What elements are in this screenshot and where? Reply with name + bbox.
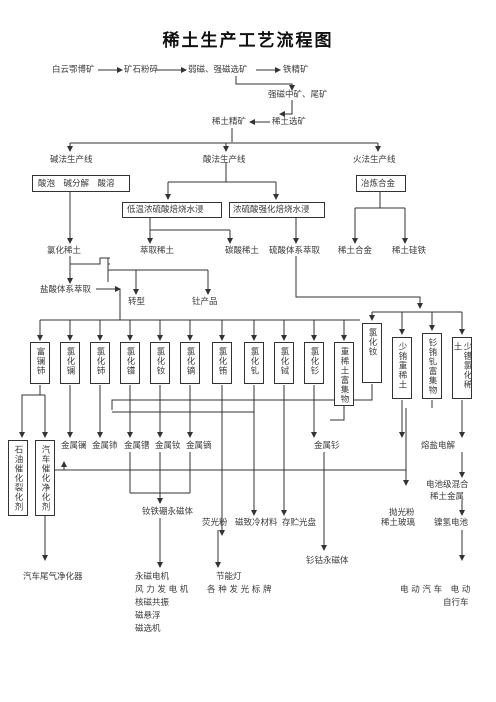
element-box-la-ce: 富镧铈: [30, 342, 50, 384]
ore-source: 白云鄂博矿: [52, 65, 95, 75]
strong-roast-label: 浓硫酸强化焙烧水浸: [233, 205, 310, 215]
element-box-gd: 氯化钆: [244, 342, 264, 384]
ore-crushing: 矿石粉碎: [124, 65, 159, 75]
smco-magnet: 钐钴永磁体: [306, 556, 349, 566]
element-label: 重稀土富集物: [339, 347, 349, 404]
element-label: 氯化镨: [125, 347, 135, 376]
magnetic-separation: 弱磁、强磁选矿: [188, 65, 248, 75]
app-energy-lamp: 节能灯: [216, 572, 242, 582]
petroleum-catalyst-box: 石油催化裂化剂: [8, 440, 28, 516]
right-box-nd: 氯化钕: [362, 323, 382, 383]
metal-nd: 金属钕: [155, 441, 181, 451]
app-magnetic-separator: 磁选机: [135, 624, 161, 634]
element-box-pr: 氯化镨: [120, 342, 140, 384]
app-signboards: 各 种 发 光 标 牌: [207, 585, 272, 595]
element-box-ce: 氯化铈: [90, 342, 110, 384]
element-box-dy: 氯化镝: [180, 342, 200, 384]
right-box-label: 少镨氯化稀土: [452, 342, 472, 390]
smelting-box: 冶炼合金: [356, 175, 406, 192]
catalyst-label: 汽车催化净化剂: [40, 445, 50, 512]
right-box-sm-eu-gd: 钐铕钆富集物: [422, 333, 442, 399]
app-electric-car: 电 动 汽 车 电 动: [400, 585, 471, 595]
alkali-steps: 酸泡 碱分解 酸溶: [38, 179, 115, 189]
element-label: 氯化铽: [279, 347, 289, 376]
rare-earth-concentrate: 稀土精矿: [212, 117, 247, 127]
acid-line: 酸法生产线: [203, 155, 246, 165]
low-temp-roast-label: 低温浓硫酸焙烧水浸: [127, 205, 204, 215]
element-box-nd: 氯化钕: [150, 342, 170, 384]
auto-catalyst-box: 汽车催化净化剂: [35, 440, 55, 516]
ndfeb-magnet: 钕铁硼永磁体: [142, 507, 194, 517]
right-box-low-eu: 少铕重稀土: [392, 337, 412, 399]
app-maglev: 磁悬浮: [135, 611, 161, 621]
element-label: 氯化铈: [95, 347, 105, 376]
element-box-tb: 氯化铽: [274, 342, 294, 384]
transform: 转型: [128, 297, 146, 307]
element-label: 氯化铕: [217, 347, 227, 376]
battery-alloy-line2: 稀土金属: [430, 492, 465, 502]
extracted-rare-earth: 萃取稀土: [140, 246, 175, 256]
right-box-low-pr: 少镨氯化稀土: [452, 337, 472, 399]
strong-roast-box: 浓硫酸强化焙烧水浸: [229, 202, 325, 218]
thorium-product: 钍产品: [192, 297, 218, 307]
element-label: 氯化镝: [185, 347, 195, 376]
nimh-battery: 镍氢电池: [434, 518, 469, 528]
app-pm-motor: 永磁电机: [135, 572, 170, 582]
magnetic-cooling: 磁致冷材料: [235, 518, 278, 528]
right-box-label: 钐铕钆富集物: [427, 338, 437, 395]
iron-concentrate: 铁精矿: [283, 65, 309, 75]
alkali-steps-box: 酸泡 碱分解 酸溶: [32, 175, 130, 192]
element-box-eu: 氯化铕: [212, 342, 232, 384]
right-box-label: 少铕重稀土: [397, 342, 407, 390]
tailings: 强磁中矿、尾矿: [268, 90, 328, 100]
hcl-extraction: 盐酸体系萃取: [40, 285, 92, 295]
low-temp-roast-box: 低温浓硫酸焙烧水浸: [122, 202, 222, 218]
element-box-heavy: 重稀土富集物: [334, 342, 354, 406]
right-box-label: 氯化钕: [367, 328, 377, 357]
element-label: 富镧铈: [35, 347, 45, 376]
element-label: 氯化镧: [65, 347, 75, 376]
rare-earth-chloride: 氯化稀土: [47, 246, 82, 256]
rare-earth-alloy: 稀土合金: [338, 246, 373, 256]
catalyst-label: 石油催化裂化剂: [13, 445, 23, 512]
alkali-line: 碱法生产线: [50, 155, 93, 165]
element-box-la: 氯化镧: [60, 342, 80, 384]
phosphor: 荧光粉: [202, 518, 228, 528]
element-box-sm: 氯化钐: [304, 342, 324, 384]
optical-disk: 存贮光盘: [282, 518, 317, 528]
rare-earth-glass: 稀土玻璃: [381, 518, 416, 528]
element-label: 氯化钐: [309, 347, 319, 376]
rare-earth-beneficiation: 稀土选矿: [272, 117, 307, 127]
rare-earth-ferrosilicon: 稀土硅铁: [392, 246, 427, 256]
element-label: 氯化钕: [155, 347, 165, 376]
polishing-powder: 抛光粉: [389, 508, 415, 518]
smelting-label: 冶炼合金: [361, 179, 396, 189]
molten-salt-electrolysis: 熔盐电解: [421, 441, 456, 451]
rare-earth-carbonate: 碳酸稀土: [225, 246, 260, 256]
metal-dy: 金属镝: [186, 441, 212, 451]
metal-la: 金属镧: [61, 441, 87, 451]
metal-pr: 金属镨: [124, 441, 150, 451]
app-wind-generator: 风 力 发 电 机: [135, 585, 189, 595]
page-title: 稀土生产工艺流程图: [162, 31, 334, 51]
metal-ce: 金属铈: [92, 441, 118, 451]
app-mri: 核磁共振: [135, 598, 170, 608]
fire-line: 火法生产线: [353, 155, 396, 165]
sulfate-extraction: 硫酸体系萃取: [269, 246, 321, 256]
battery-alloy-line1: 电池级混合: [426, 480, 469, 490]
element-label: 氯化钆: [249, 347, 259, 376]
app-electric-bike: 自行车: [443, 598, 469, 608]
metal-sm: 金属钐: [314, 441, 340, 451]
exhaust-purifier: 汽车尾气净化器: [23, 572, 83, 582]
